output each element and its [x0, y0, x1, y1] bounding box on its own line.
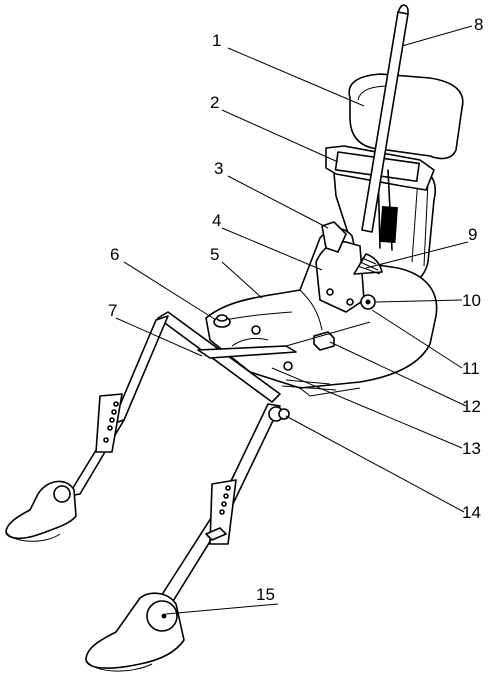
leader-13 — [271, 367, 463, 449]
headrest — [348, 73, 464, 160]
leader-11 — [371, 309, 463, 369]
leader-15 — [165, 603, 279, 615]
backrest-bracket — [321, 221, 347, 253]
callout-13: 13 — [462, 439, 481, 458]
callout-3: 3 — [214, 159, 223, 178]
leader-8 — [401, 25, 473, 47]
leader-4 — [221, 227, 323, 271]
callout-14: 14 — [462, 503, 481, 522]
callout-4: 4 — [212, 211, 221, 230]
leader-7 — [115, 317, 203, 357]
leader-9 — [365, 241, 469, 269]
leader-14 — [285, 415, 465, 513]
leader-1 — [227, 47, 365, 107]
callout-5: 5 — [210, 245, 219, 264]
callout-12: 12 — [462, 397, 481, 416]
base-frame — [197, 345, 297, 359]
callout-15: 15 — [256, 585, 275, 604]
callout-7: 7 — [108, 301, 117, 320]
callout-1: 1 — [212, 31, 221, 50]
backrest-slot — [379, 206, 398, 244]
callout-11: 11 — [462, 359, 480, 378]
callout-2: 2 — [210, 93, 219, 112]
callout-10: 10 — [462, 291, 481, 310]
leader-10 — [375, 299, 463, 303]
callout-8: 8 — [474, 15, 483, 34]
leader-6 — [123, 261, 217, 321]
callout-6: 6 — [110, 245, 119, 264]
callout-9: 9 — [468, 225, 477, 244]
leader-2 — [221, 109, 339, 163]
leader-5 — [221, 261, 263, 299]
leader-3 — [227, 175, 329, 229]
side-panel — [315, 240, 365, 313]
leader-12 — [329, 341, 467, 407]
